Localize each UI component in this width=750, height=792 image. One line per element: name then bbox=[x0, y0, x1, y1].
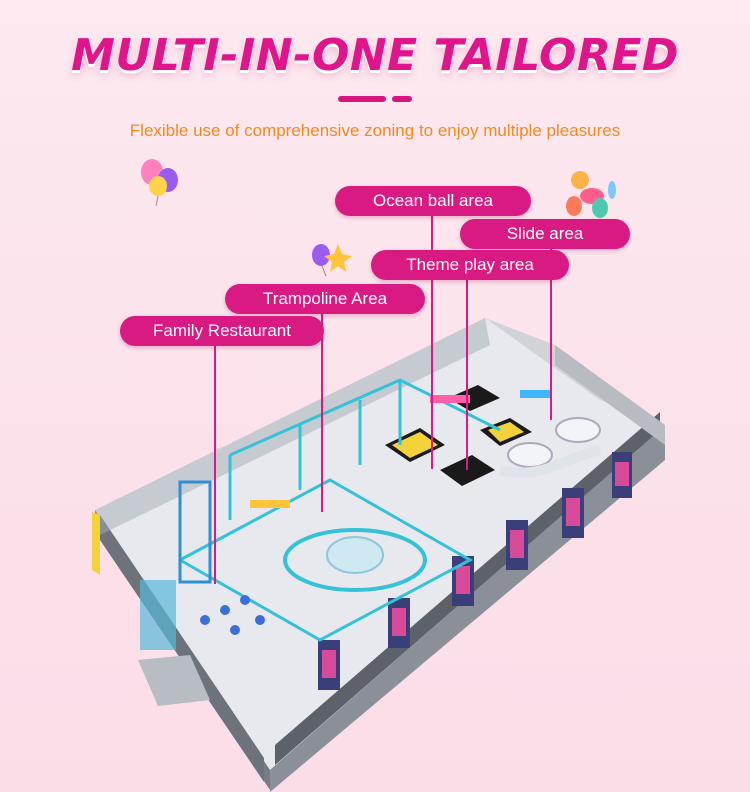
balloon-pair-icon bbox=[312, 244, 352, 277]
slide-leader-line bbox=[550, 247, 552, 420]
zone-label-theme-play: Theme play area bbox=[371, 250, 569, 280]
ocean-ball-leader-line bbox=[431, 214, 433, 469]
restaurant-leader-line bbox=[214, 346, 216, 584]
title-dash-long bbox=[338, 96, 386, 102]
page-subtitle: Flexible use of comprehensive zoning to … bbox=[129, 121, 621, 140]
trampoline-leader-line bbox=[321, 312, 323, 512]
zone-label-trampoline: Trampoline Area bbox=[225, 284, 425, 314]
theme-play-leader-line bbox=[466, 278, 468, 470]
title-dash-short bbox=[392, 96, 412, 102]
balloon-dog-icon bbox=[566, 171, 616, 218]
zone-label-slide: Slide area bbox=[460, 219, 630, 249]
page-title: MULTI-IN-ONE TAILORED bbox=[71, 30, 679, 81]
zone-label-family-restaurant: Family Restaurant bbox=[120, 316, 324, 346]
zone-label-ocean-ball: Ocean ball area bbox=[335, 186, 531, 216]
balloon-cluster-icon bbox=[141, 159, 178, 207]
